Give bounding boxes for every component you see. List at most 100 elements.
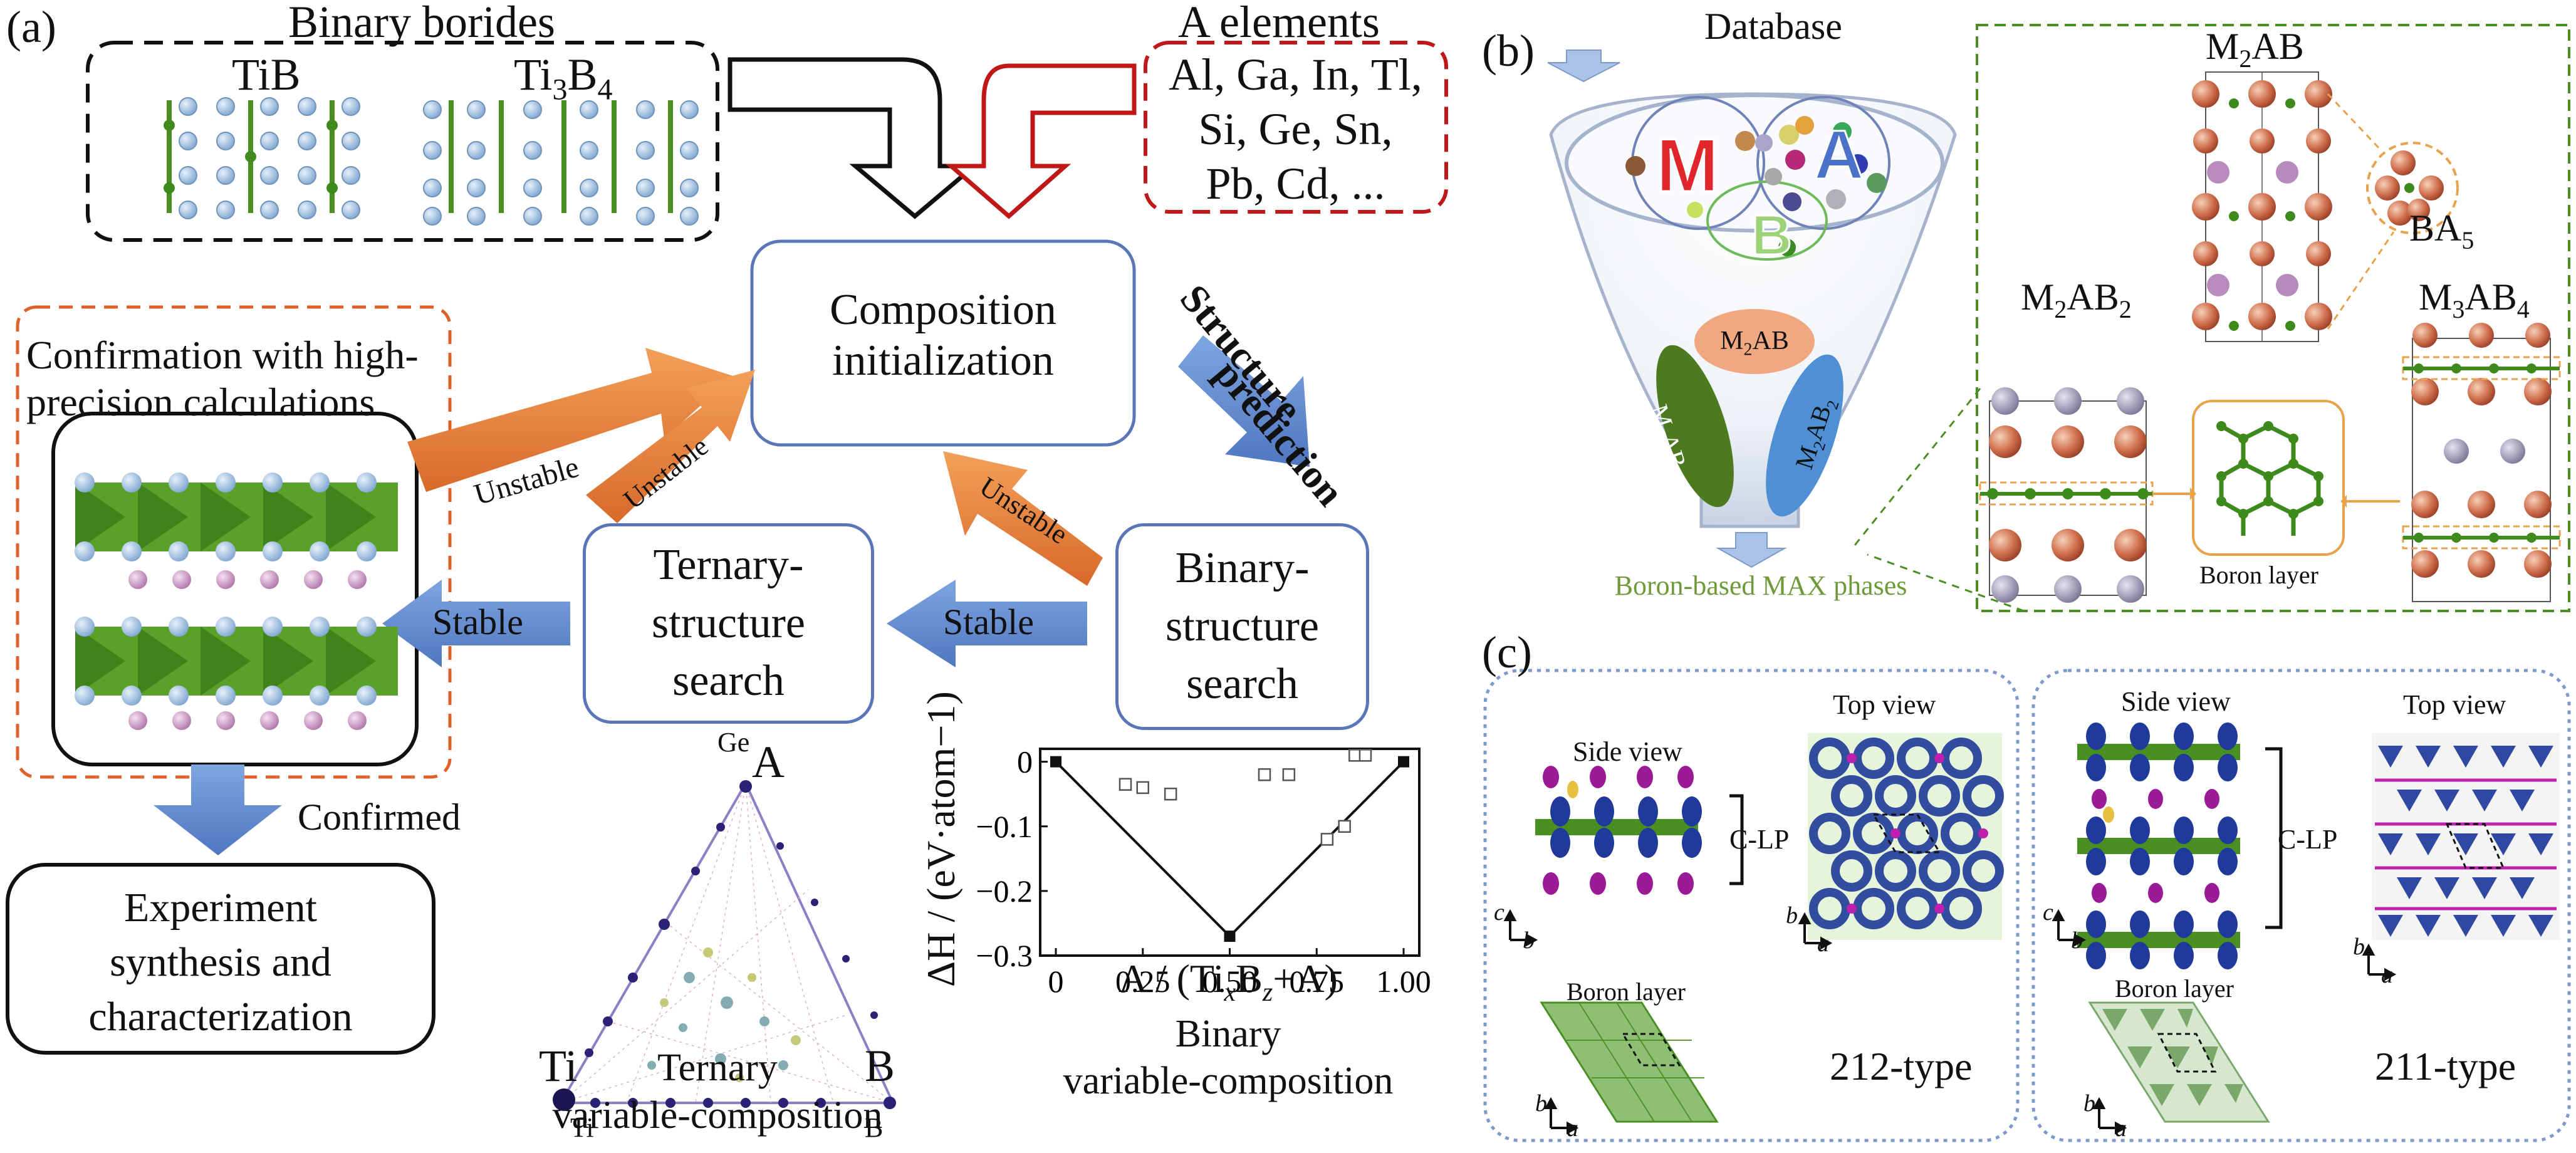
- metastable-phase-point: [1348, 749, 1362, 762]
- unstable-arrow-2: [586, 370, 755, 523]
- funnel-link-bottom: [1867, 553, 2025, 612]
- tib-structure: [164, 97, 360, 219]
- type-211-boron-layer: [2088, 1001, 2270, 1135]
- funnel-link-top: [1854, 388, 1981, 546]
- funnel-letter-m: M: [1656, 123, 1720, 209]
- type-211-top-axis-b: b: [2353, 934, 2365, 960]
- type-211-box: [2031, 669, 2571, 1142]
- type-211-label: 211-type: [2375, 1044, 2516, 1088]
- confirmation-label-2: precision calculations: [26, 380, 375, 424]
- type-212-axis-b: b: [1523, 927, 1535, 954]
- stable-arrow-1: [382, 580, 570, 667]
- borides-input-arrow: [727, 57, 981, 219]
- ti3b4-structure: [423, 100, 699, 226]
- panel-b-tag: (b): [1482, 26, 1535, 76]
- type-211-top-view: [2362, 733, 2560, 981]
- type-212-clp-label: C-LP: [1729, 824, 1790, 855]
- metastable-phase-point: [1258, 768, 1271, 781]
- m2ab2-structure: [1979, 387, 2154, 603]
- chart-xlabel: A / (TixBz+A): [1119, 956, 1338, 1007]
- funnel-m2ab2-green: [1656, 345, 1734, 508]
- experiment-box: [6, 863, 435, 1055]
- m3ab4-structure: [2402, 323, 2561, 602]
- type-212-side-view-label: Side view: [1573, 736, 1682, 767]
- type-212-layer-axis-a: a: [1567, 1115, 1578, 1142]
- chart-plot-frame: [1039, 748, 1421, 957]
- a-elements-line-1: Al, Ga, In, Tl,: [1169, 50, 1422, 100]
- database-label: Database: [1704, 6, 1842, 47]
- type-211-axis-c: c: [2043, 899, 2053, 926]
- y-tick-label: −0.3: [976, 938, 1033, 973]
- chart-ylabel: ΔH / (eV·atom−1): [919, 691, 963, 987]
- funnel-m2ab2-blue: [1766, 354, 1843, 517]
- x-tick-label: 0.75: [1290, 964, 1345, 999]
- binary-caption-1: Binary: [1175, 1013, 1281, 1055]
- type-212-axis-c: c: [1494, 899, 1504, 926]
- type-211-top-view-label: Top view: [2403, 689, 2506, 720]
- type-211-layer-axis-a: a: [2115, 1115, 2127, 1142]
- type-212-top-view: [1798, 733, 2004, 950]
- y-tick-label: −0.2: [976, 874, 1033, 909]
- stable-phase-point: [1050, 756, 1061, 768]
- unstable-arrow-1: [407, 348, 733, 492]
- metastable-phase-point: [1320, 833, 1334, 846]
- panel-a-tag: (a): [6, 2, 56, 52]
- type-211-axis-b: b: [2071, 927, 2083, 954]
- metastable-phase-point: [1119, 778, 1132, 791]
- funnel-m2ab-label: M2AB: [1720, 326, 1789, 360]
- funnel-letter-a: A: [1813, 116, 1864, 195]
- boron-layer-label-b: Boron layer: [2199, 561, 2318, 589]
- funnel-letter-b: B: [1751, 204, 1793, 268]
- binary-borides-title: Binary borides: [288, 0, 555, 47]
- confirmation-structure-frame: [51, 412, 419, 766]
- confirmation-structure: [75, 472, 398, 730]
- type-211-top-axis-a: a: [2381, 962, 2393, 988]
- stable-phase-point: [1398, 756, 1409, 768]
- y-tick-label: −0.1: [976, 809, 1033, 844]
- x-tick-label: 0.25: [1115, 964, 1171, 999]
- composition-initialization-label: Composition initialization: [830, 286, 1056, 385]
- m2ab2-title: M2AB2: [2021, 276, 2132, 323]
- x-tick-label: 0: [1048, 964, 1064, 999]
- composition-box-frame: [750, 239, 1136, 447]
- a-elements-input-arrow: [945, 63, 1137, 219]
- output-arrow: [1716, 532, 1787, 568]
- type-212-boron-layer: [1540, 1001, 1719, 1135]
- binary-caption-2: variable-composition: [1063, 1060, 1394, 1102]
- boron-max-phases-label: Boron-based MAX phases: [1614, 570, 1907, 601]
- type-212-side-view: [1503, 766, 1744, 947]
- ternary-top-element: Ge: [717, 727, 750, 758]
- x-tick-label: 0.50: [1202, 964, 1258, 999]
- ternary-caption-1: Ternary: [657, 1046, 778, 1089]
- ternary-bottom-ti: Ti: [570, 1112, 594, 1143]
- y-tick-label: 0: [1017, 744, 1033, 780]
- type-212-top-axis-a: a: [1817, 931, 1829, 957]
- type-211-side-view-label: Side view: [2121, 686, 2231, 717]
- structure-prediction-arrow: [1178, 335, 1310, 467]
- experiment-label: Experiment synthesis and characterizatio…: [88, 885, 353, 1040]
- confirmed-arrow: [154, 764, 282, 855]
- structures-box: [1976, 24, 2570, 612]
- type-212-layer-axis-b: b: [1535, 1090, 1547, 1117]
- panel-c-tag: (c): [1482, 627, 1532, 677]
- unstable-arrow-3: [943, 451, 1103, 586]
- type-211-clp-label: C-LP: [2278, 824, 2338, 855]
- m2ab-title: M2AB: [2206, 26, 2304, 73]
- ternary-vertex-b: B: [865, 1041, 895, 1091]
- type-212-boron-layer-label: Boron layer: [1567, 978, 1686, 1006]
- stable-phase-point: [1224, 931, 1236, 942]
- type-211-layer-axis-b: b: [2083, 1090, 2095, 1117]
- x-tick-label: 1.00: [1376, 964, 1431, 999]
- binary-hull-chart: 0 0.25 0.50 0.75 1.00 0 −0.1 −0.2 −0.3: [976, 744, 1431, 999]
- ti3b4-label: Ti3B4: [514, 50, 613, 107]
- binary-borides-box: [86, 41, 719, 242]
- ternary-ti-vertex-marker: [553, 1088, 575, 1111]
- ternary-vertex-ti: Ti: [539, 1041, 578, 1091]
- type-212-top-axis-b: b: [1786, 902, 1798, 929]
- ternary-caption-2: variable-composition: [552, 1094, 883, 1137]
- metastable-phase-point: [1338, 820, 1351, 833]
